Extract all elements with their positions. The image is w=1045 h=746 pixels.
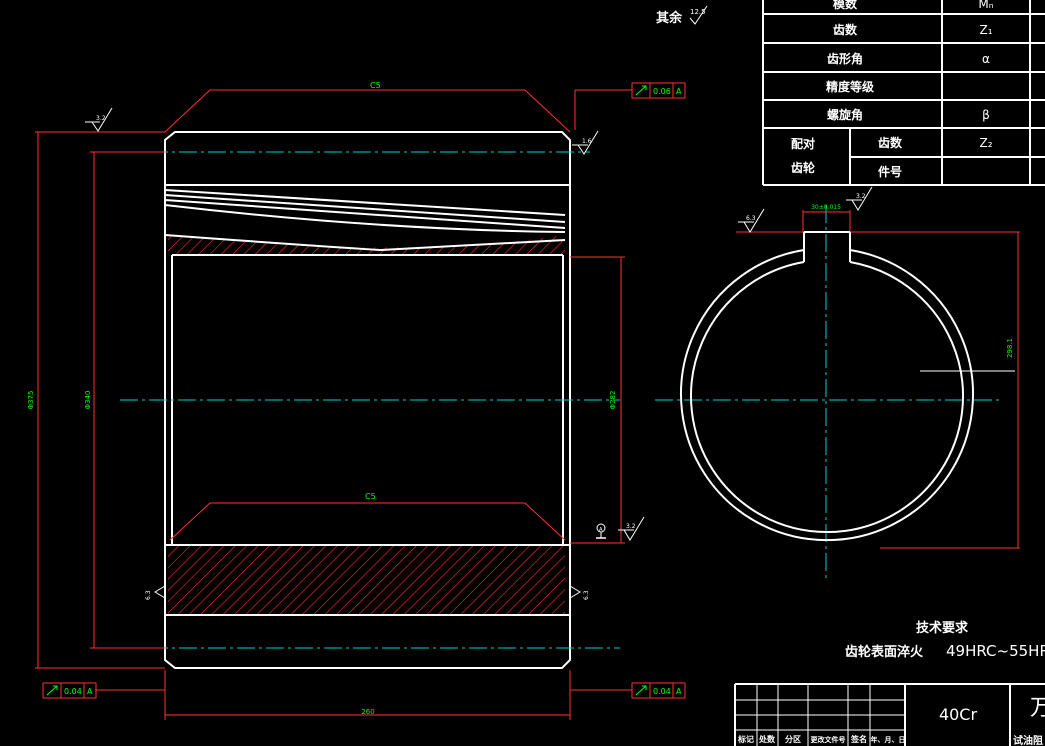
title-header: 分区 bbox=[785, 734, 801, 744]
roughness-bottom-right: 3.2 bbox=[626, 523, 636, 530]
table-row-name: 齿数 bbox=[833, 22, 858, 37]
tech-req-line1-cn: 齿轮表面淬火 bbox=[845, 644, 924, 660]
general-roughness-label: 其余 bbox=[656, 10, 683, 26]
title-header: 年、月、日 bbox=[871, 735, 906, 744]
svg-text:0.04: 0.04 bbox=[64, 687, 82, 696]
table-row-name: 精度等级 bbox=[826, 79, 874, 94]
roughness-symbols bbox=[85, 107, 873, 599]
roughness-top-right: 1.6 bbox=[582, 138, 592, 145]
svg-text:0.06: 0.06 bbox=[653, 87, 671, 96]
runout-icon bbox=[635, 685, 647, 696]
mating-row-name: 件号 bbox=[878, 164, 902, 179]
table-row-symbol: α bbox=[982, 52, 990, 66]
table-row-name: 模数 bbox=[833, 0, 858, 11]
centerlines bbox=[120, 151, 1000, 649]
mating-row-symbol: Z₂ bbox=[979, 136, 992, 150]
gear-outline bbox=[164, 131, 571, 669]
outer-dia-dim: Φ375 bbox=[27, 391, 35, 410]
tech-req-line1-value: 49HRC~55HRC bbox=[946, 642, 1045, 660]
title-header: 签名 bbox=[850, 734, 867, 744]
table-row-name: 螺旋角 bbox=[827, 107, 863, 122]
mating-row-name: 齿数 bbox=[878, 135, 903, 150]
general-roughness-note: 其余 12.5 bbox=[656, 5, 708, 26]
table-row-symbol: β bbox=[982, 108, 990, 122]
general-roughness-value: 12.5 bbox=[690, 8, 706, 16]
gear-parameter-table bbox=[762, 0, 1045, 186]
title-bottom-right: 试油阻 bbox=[1013, 734, 1043, 746]
tech-requirements: 技术要求 齿轮表面淬火 49HRC~55HRC bbox=[845, 620, 1045, 660]
section-hatching bbox=[168, 235, 565, 615]
roughness-keyway-top: 3.2 bbox=[856, 193, 866, 200]
material-label: 40Cr bbox=[939, 705, 978, 724]
roughness-left-side: 6.3 bbox=[145, 590, 152, 600]
keyway-depth-dim: 298.1 bbox=[1006, 338, 1014, 358]
tech-req-title: 技术要求 bbox=[916, 620, 969, 636]
bore-dia-dim: Φ282 bbox=[609, 391, 617, 410]
roughness-symbol-icon bbox=[689, 5, 708, 25]
side-view bbox=[680, 231, 1015, 542]
roughness-right-side: 6.3 bbox=[583, 590, 590, 600]
roughness-top-left: 3.2 bbox=[96, 115, 106, 122]
svg-text:A: A bbox=[676, 87, 682, 96]
svg-text:A: A bbox=[599, 527, 603, 533]
title-header: 标记 bbox=[737, 734, 754, 744]
chamfer-top-label: C5 bbox=[370, 81, 381, 90]
svg-text:0.04: 0.04 bbox=[653, 687, 671, 696]
title-header: 处数 bbox=[758, 734, 776, 744]
keyway-width-dim: 30±0.015 bbox=[811, 204, 841, 211]
svg-text:A: A bbox=[87, 687, 93, 696]
title-block bbox=[734, 683, 1045, 746]
gear-table-text: 模数 Mₙ 齿数 Z₁ 齿形角 α 精度等级 螺旋角 β 配对 齿轮 齿数 Z₂… bbox=[791, 0, 994, 179]
title-char: 万 bbox=[1030, 696, 1045, 721]
table-row-symbol: Z₁ bbox=[979, 23, 992, 37]
chamfer-inner-label: C5 bbox=[365, 492, 376, 501]
title-header: 更改文件号 bbox=[811, 735, 846, 744]
inner-dia-dim: Φ340 bbox=[84, 391, 92, 410]
runout-icon bbox=[635, 85, 647, 96]
width-dim: 260 bbox=[361, 708, 374, 716]
tolerance-frame-bottom-left: 0.04 A bbox=[42, 682, 97, 699]
table-row-symbol: Mₙ bbox=[978, 0, 993, 11]
tolerance-frame-bottom-right: 0.04 A bbox=[631, 682, 686, 699]
roughness-keyway-left: 6.3 bbox=[746, 215, 756, 222]
runout-icon bbox=[46, 685, 58, 696]
svg-text:A: A bbox=[676, 687, 682, 696]
mating-label-2: 齿轮 bbox=[791, 160, 816, 175]
dimension-lines bbox=[35, 89, 1020, 720]
table-row-name: 齿形角 bbox=[827, 51, 863, 66]
datum-symbol: A bbox=[596, 523, 606, 539]
chamfer-leaders bbox=[164, 89, 571, 541]
tolerance-frame-top-right: 0.06 A bbox=[631, 82, 686, 99]
mating-label-1: 配对 bbox=[791, 136, 815, 151]
